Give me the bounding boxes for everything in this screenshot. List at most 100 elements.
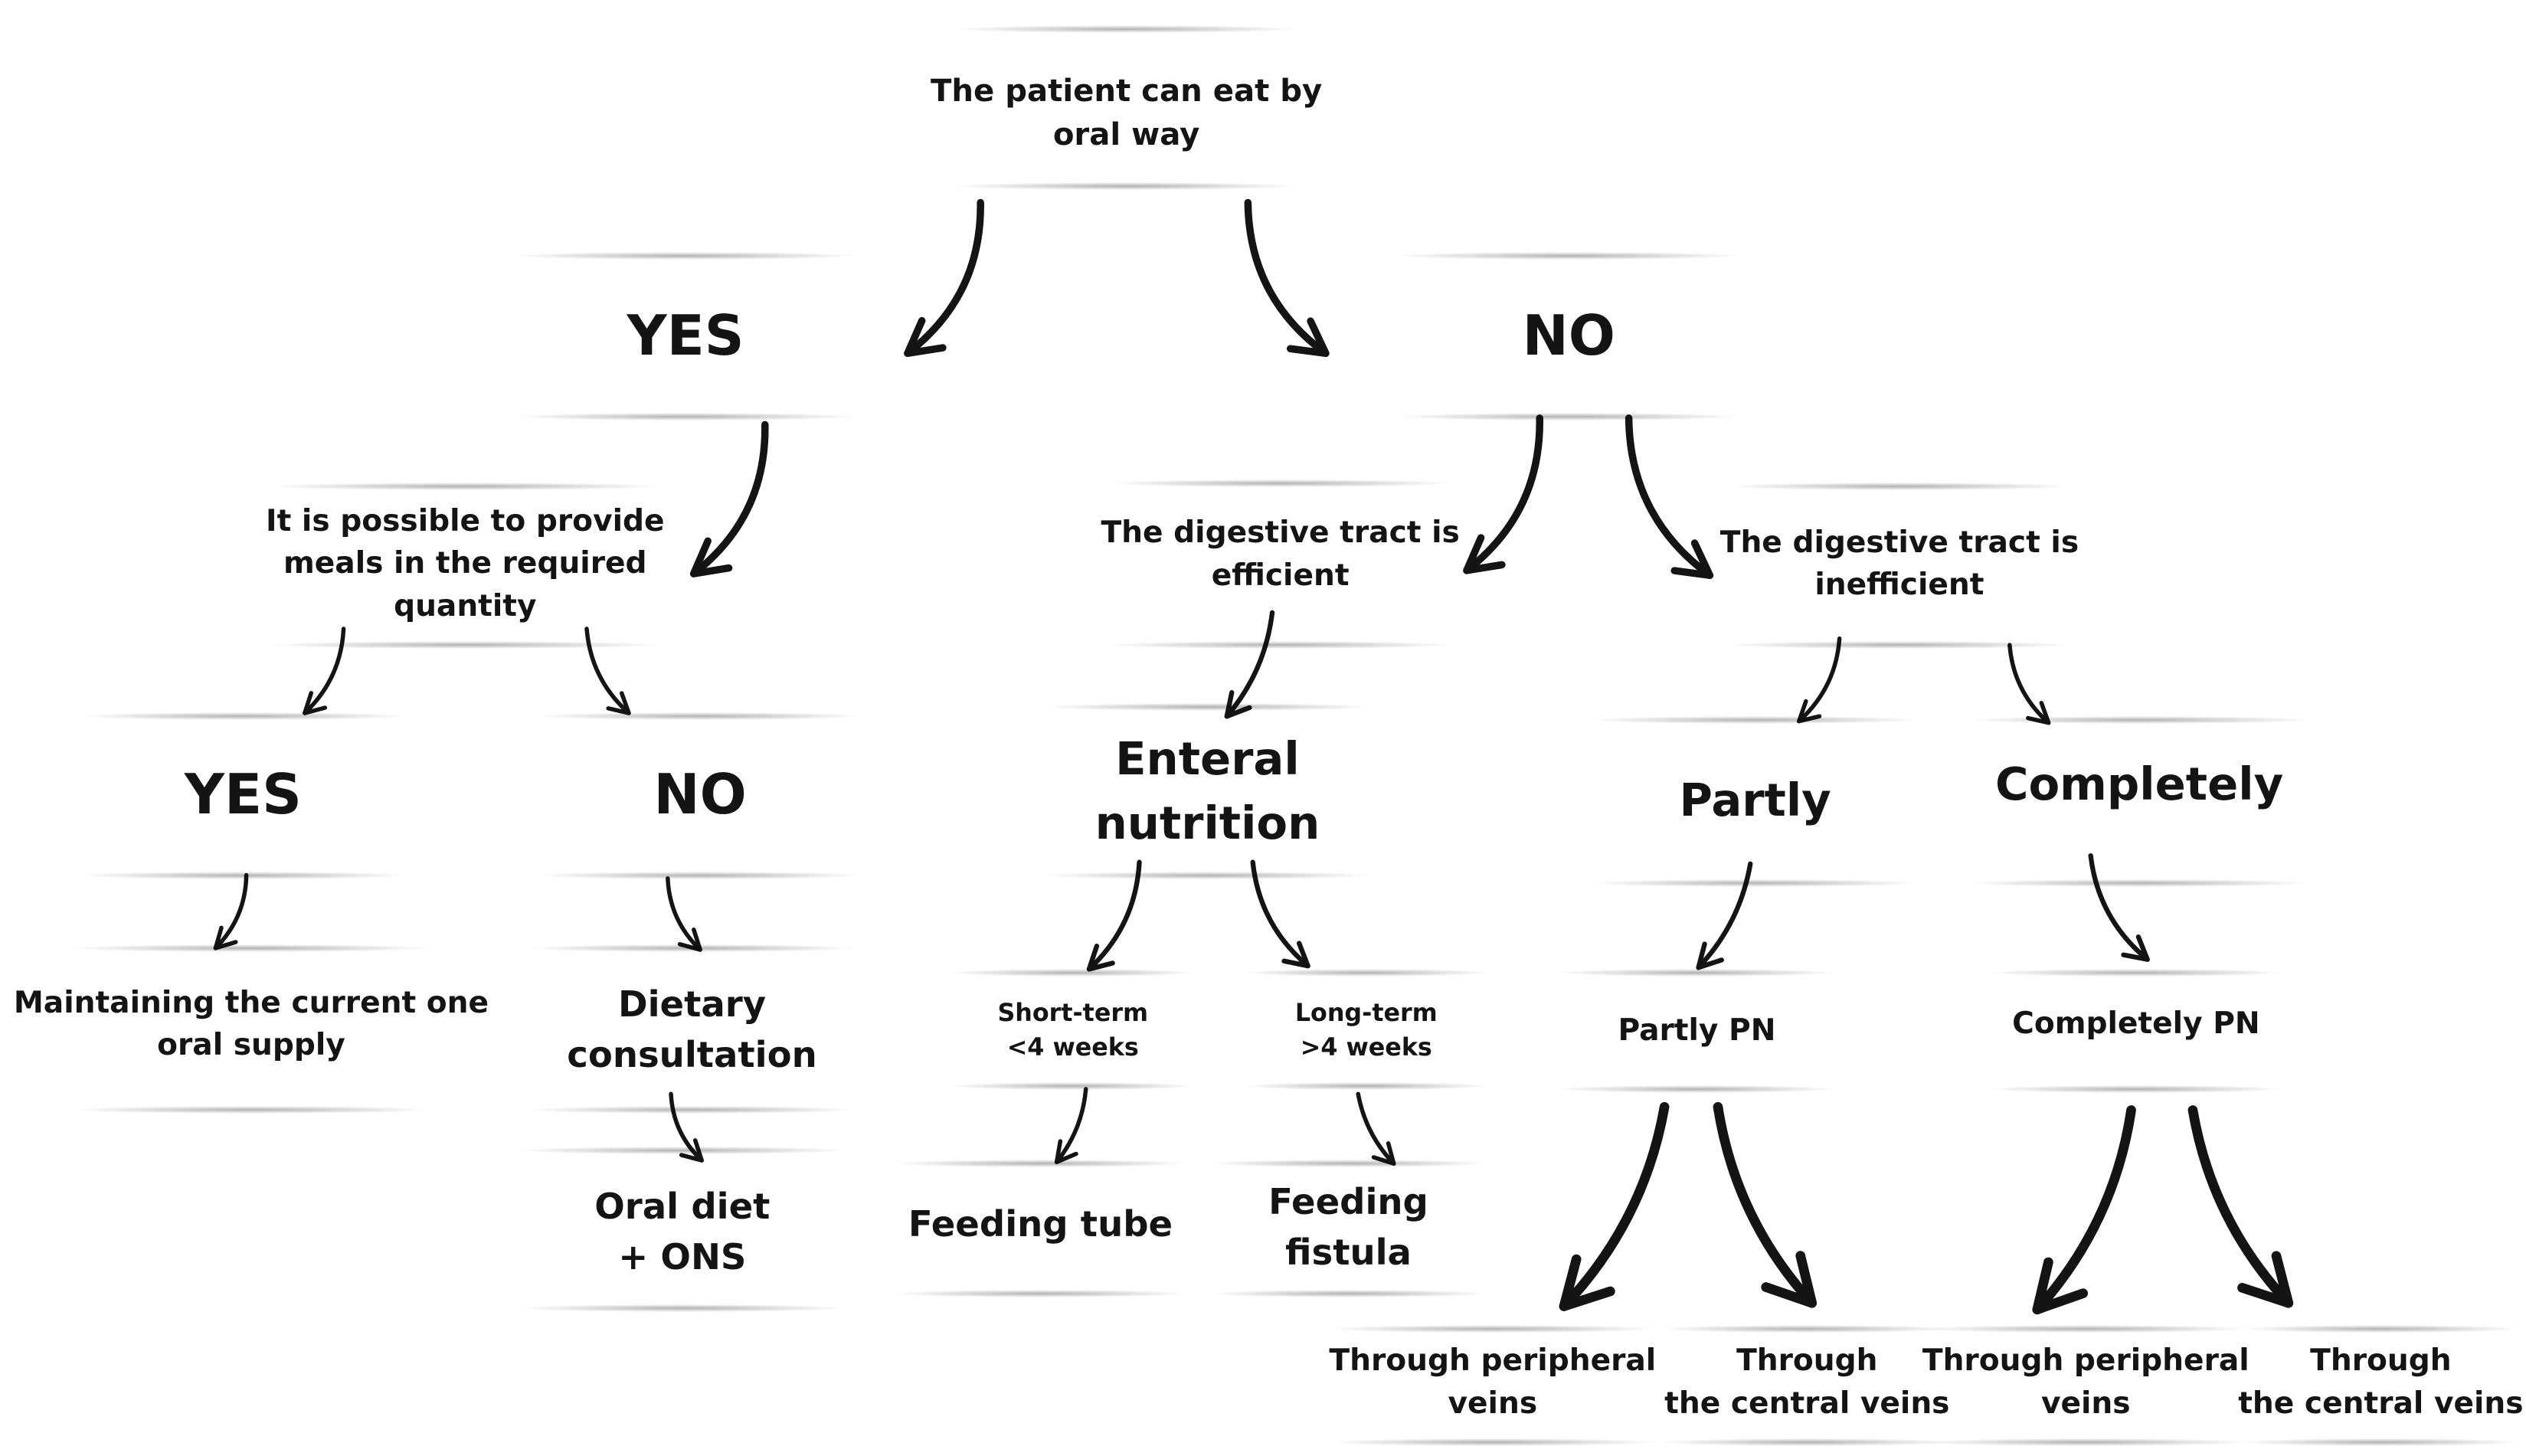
enteral-nutrition-text: Enteral nutrition bbox=[1094, 731, 1320, 849]
arrow-head bbox=[1761, 1251, 1818, 1308]
root-question-text: The patient can eat by oral way bbox=[930, 74, 1323, 153]
arrow-shaft bbox=[1625, 414, 1714, 579]
meals-question-text: It is possible to provide meals in the r… bbox=[266, 503, 665, 624]
partly-central-veins: Through the central veins bbox=[1653, 1340, 1961, 1425]
arrow-shaft bbox=[1463, 414, 1543, 574]
arrow-shaft bbox=[904, 198, 984, 358]
node-rule-top bbox=[1045, 702, 1369, 711]
partly-pn-text: Partly PN bbox=[1618, 1013, 1776, 1048]
maintain-oral-supply: Maintaining the current one oral supply bbox=[0, 982, 519, 1067]
node-rule-top bbox=[80, 712, 405, 721]
dietary-consultation: Dietary consultation bbox=[514, 979, 871, 1080]
arrow-no_1-to-inefficient bbox=[1625, 414, 1714, 579]
arrow-head bbox=[1797, 699, 1822, 724]
dietary-consultation-text: Dietary consultation bbox=[567, 983, 817, 1075]
root-question: The patient can eat by oral way bbox=[908, 70, 1345, 157]
node-rule-bottom bbox=[956, 182, 1297, 191]
arrow-head bbox=[1286, 317, 1330, 358]
node-rule-bottom bbox=[1661, 1438, 1953, 1447]
arrow-head bbox=[1224, 690, 1252, 719]
node-rule-top bbox=[1210, 1160, 1487, 1168]
arrow-shaft bbox=[669, 1091, 704, 1163]
enteral-nutrition: Enteral nutrition bbox=[1029, 727, 1386, 856]
completely: Completely bbox=[1961, 752, 2318, 816]
meals-answer-no: NO bbox=[555, 755, 846, 833]
arrow-head bbox=[213, 925, 238, 950]
arrow-no_1-to-efficient bbox=[1463, 414, 1543, 574]
node-rule-bottom bbox=[73, 1106, 430, 1114]
arrow-shaft bbox=[1797, 636, 1842, 724]
arrow-head bbox=[1281, 941, 1310, 969]
arrow-head bbox=[1054, 1139, 1078, 1164]
arrow-head bbox=[1463, 534, 1506, 574]
arrow-shaft bbox=[1559, 1101, 1670, 1311]
completely-pn: Completely PN bbox=[1974, 1003, 2298, 1045]
short-term: Short-term <4 weeks bbox=[944, 996, 1203, 1065]
arrow-shaft bbox=[2032, 1105, 2136, 1315]
meals-question: It is possible to provide meals in the r… bbox=[238, 500, 692, 628]
arrow-shaft bbox=[1250, 859, 1310, 969]
arrow-head bbox=[1086, 944, 1115, 972]
node-rule-top bbox=[1245, 968, 1488, 977]
arrow-head bbox=[2026, 701, 2051, 725]
arrow-head bbox=[1696, 941, 1724, 970]
arrow-head bbox=[1670, 539, 1714, 579]
node-rule-bottom bbox=[1245, 1081, 1488, 1090]
node-rule-top bbox=[1593, 715, 1918, 724]
partly-peripheral-veins-text: Through peripheral veins bbox=[1329, 1343, 1657, 1422]
completely-pn-text: Completely PN bbox=[2012, 1006, 2260, 1042]
arrow-head bbox=[2032, 1257, 2089, 1315]
long-term-text: Long-term >4 weeks bbox=[1294, 999, 1438, 1062]
arrow-meals_question-to-yes_2 bbox=[303, 627, 346, 715]
partly-central-veins-text: Through the central veins bbox=[1664, 1343, 1950, 1422]
meals-answer-no-text: NO bbox=[653, 761, 747, 826]
arrow-shaft bbox=[1224, 610, 1275, 719]
node-rule-bottom bbox=[270, 641, 660, 649]
node-rule-bottom bbox=[529, 1106, 855, 1114]
arrow-shaft bbox=[2088, 853, 2150, 962]
arrow-enteral-to-long_term bbox=[1250, 859, 1310, 969]
node-rule-bottom bbox=[1559, 1085, 1835, 1093]
long-term: Long-term >4 weeks bbox=[1237, 996, 1497, 1065]
node-rule-bottom bbox=[895, 1289, 1186, 1297]
arrow-head bbox=[606, 691, 631, 715]
node-rule-top bbox=[1559, 968, 1835, 977]
feeding-tube: Feeding tube bbox=[870, 1199, 1210, 1249]
arrow-inefficient-to-completely bbox=[2007, 643, 2051, 725]
node-rule-top bbox=[515, 252, 856, 260]
arrow-partly-to-partly_pn bbox=[1696, 861, 1753, 970]
partly-peripheral-veins: Through peripheral veins bbox=[1314, 1340, 1671, 1425]
node-rule-top bbox=[1923, 1325, 2248, 1333]
arrow-dietary-to-oral_diet bbox=[669, 1091, 704, 1163]
node-rule-top bbox=[1990, 968, 2282, 977]
arrow-head bbox=[2237, 1251, 2294, 1308]
completely-central-veins-text: Through the central veins bbox=[2238, 1343, 2524, 1422]
node-rule-bottom bbox=[1990, 1085, 2282, 1093]
arrow-completely_pn-to-completely_central bbox=[2187, 1105, 2294, 1308]
arrow-shaft bbox=[2187, 1105, 2294, 1308]
arrow-head bbox=[303, 691, 328, 715]
node-rule-top bbox=[520, 1147, 845, 1155]
answer-yes: YES bbox=[523, 296, 847, 375]
node-rule-bottom bbox=[1968, 879, 2310, 888]
node-rule-bottom bbox=[1210, 1289, 1487, 1297]
node-rule-top bbox=[73, 944, 430, 952]
completely-peripheral-veins: Through peripheral veins bbox=[1908, 1340, 2265, 1425]
node-rule-bottom bbox=[2243, 1438, 2519, 1447]
node-rule-bottom bbox=[80, 871, 405, 879]
digestive-tract-inefficient: The digestive tract is inefficient bbox=[1689, 522, 2110, 607]
arrow-shaft bbox=[1244, 198, 1330, 358]
node-rule-top bbox=[1729, 482, 2070, 490]
arrow-partly_pn-to-partly_central bbox=[1713, 1101, 1818, 1308]
node-rule-top bbox=[951, 968, 1195, 977]
feeding-tube-text: Feeding tube bbox=[908, 1202, 1173, 1245]
node-rule-top bbox=[1110, 479, 1451, 487]
answer-yes-text: YES bbox=[627, 303, 744, 368]
arrow-efficient-to-enteral bbox=[1224, 610, 1275, 719]
node-rule-top bbox=[1661, 1325, 1953, 1333]
arrow-head bbox=[679, 1138, 704, 1163]
arrow-head bbox=[677, 928, 702, 952]
node-rule-bottom bbox=[1923, 1438, 2248, 1447]
feeding-fistula-text: Feeding fistula bbox=[1268, 1180, 1428, 1273]
